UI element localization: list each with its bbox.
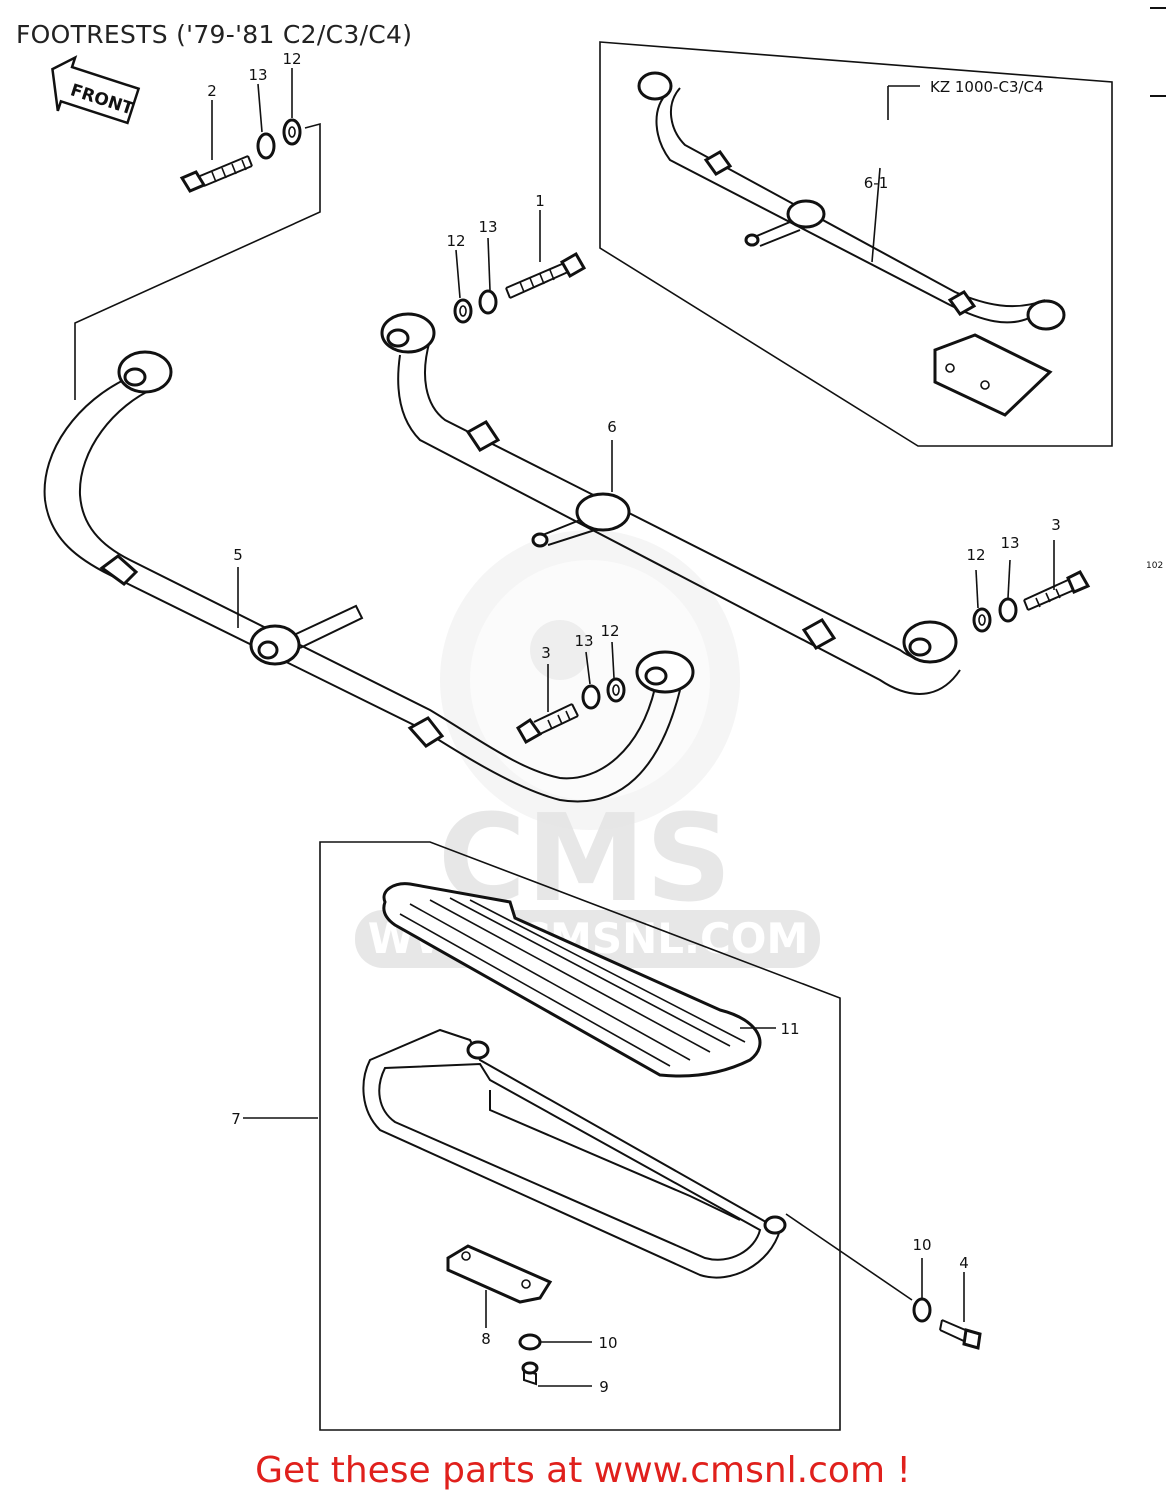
footrest-bar-5 — [43, 350, 695, 803]
callout-4: 4 — [959, 1254, 969, 1272]
callout-11: 11 — [780, 1020, 799, 1038]
callout-10-right: 10 — [912, 1236, 931, 1254]
page-code: 102 — [1146, 561, 1163, 571]
callout-13-top: 13 — [248, 66, 267, 84]
bolt-2 — [179, 68, 302, 193]
inset-kz1000-c3c4 — [599, 41, 1113, 447]
floorboard-7 — [243, 841, 913, 1431]
callout-1: 1 — [535, 192, 545, 210]
callout-12-top: 12 — [282, 50, 301, 68]
page-title: FOOTRESTS ('79-'81 C2/C3/C4) — [16, 20, 413, 49]
callout-12-right: 12 — [966, 546, 985, 564]
bolt-3-middle — [516, 641, 626, 745]
callout-3-right: 3 — [1051, 516, 1061, 534]
callout-6-1: 6-1 — [864, 174, 889, 192]
callout-8: 8 — [481, 1330, 491, 1348]
callout-13-upper: 13 — [478, 218, 497, 236]
callout-3-middle: 3 — [541, 644, 551, 662]
callout-9: 9 — [599, 1378, 609, 1396]
callout-12-middle: 12 — [600, 622, 619, 640]
callout-10-lower: 10 — [598, 1334, 617, 1352]
callout-13-middle: 13 — [574, 632, 593, 650]
front-arrow-icon: FRONT — [51, 55, 141, 125]
bolt-1 — [453, 210, 587, 324]
bolt-4 — [912, 1258, 982, 1350]
variant-label: KZ 1000-C3/C4 — [930, 78, 1044, 96]
leader-box-left — [74, 122, 321, 400]
callout-7: 7 — [231, 1110, 241, 1128]
callout-6: 6 — [607, 418, 617, 436]
callout-2: 2 — [207, 82, 217, 100]
footer-link-text[interactable]: Get these parts at www.cmsnl.com ! — [255, 1450, 911, 1491]
bolt-3-right — [972, 540, 1091, 633]
footrest-bar-6 — [380, 312, 961, 695]
callout-5: 5 — [233, 546, 243, 564]
callout-13-right: 13 — [1000, 534, 1019, 552]
callout-12-upper: 12 — [446, 232, 465, 250]
